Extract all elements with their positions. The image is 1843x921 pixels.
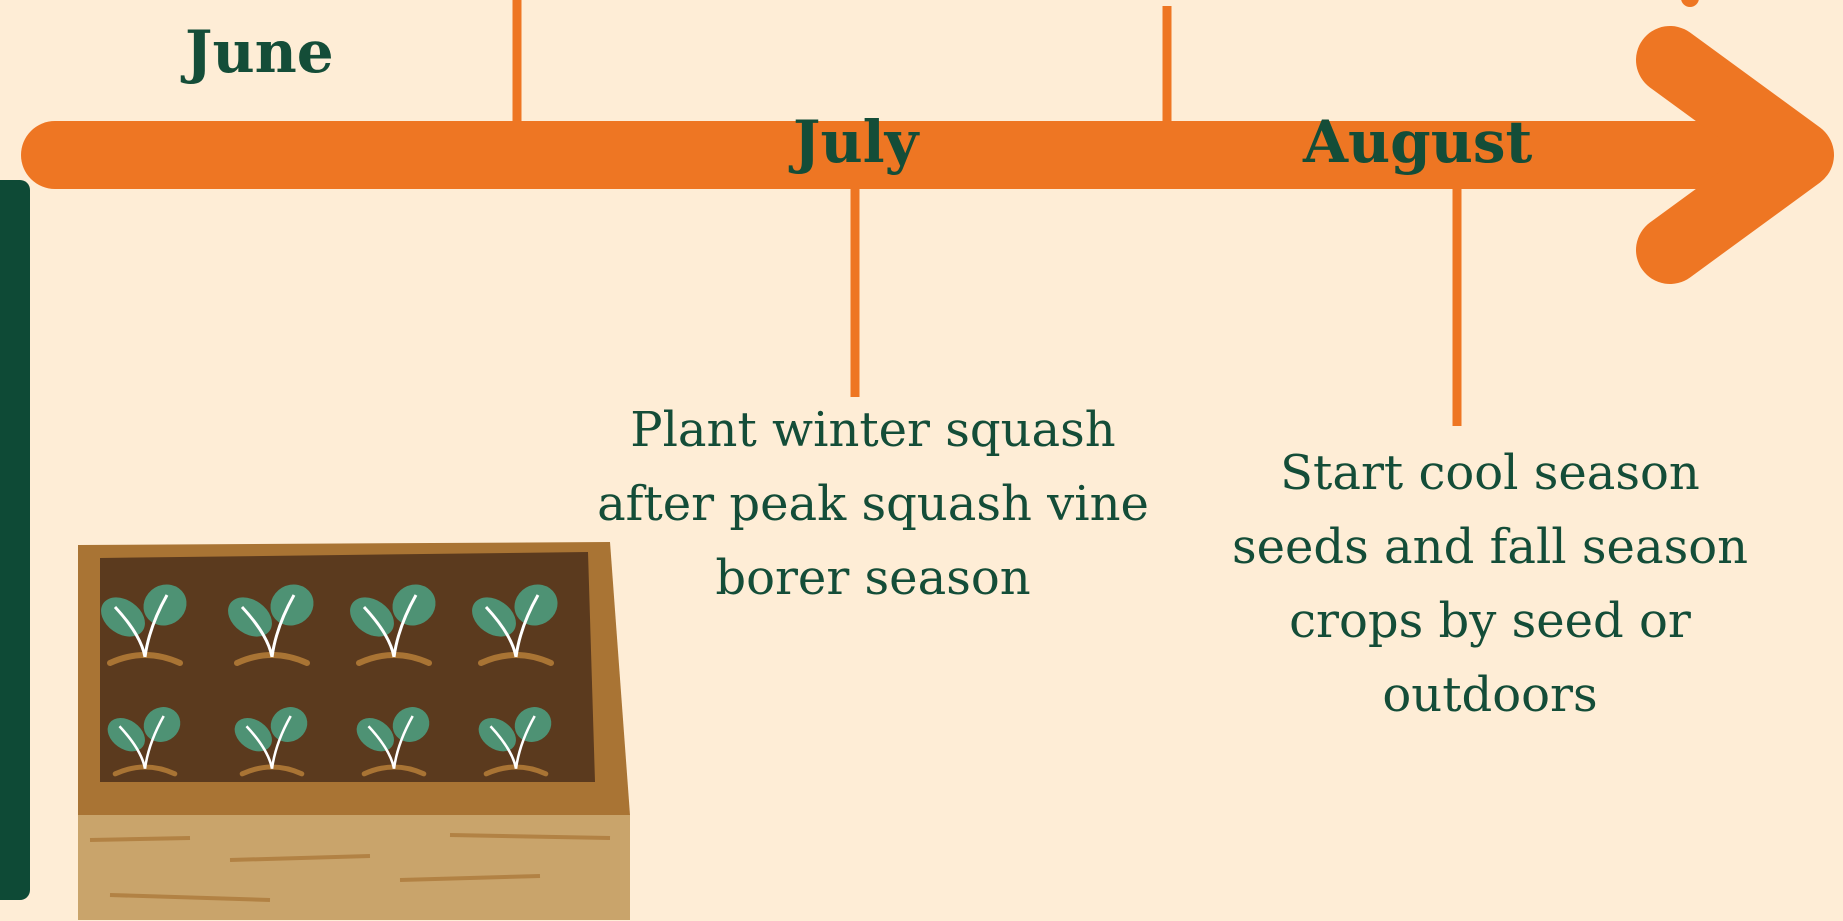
corner-dot (1681, 0, 1699, 7)
august-note: Start cool season seeds and fall season … (1230, 436, 1750, 732)
bed-front-face (78, 815, 630, 920)
raised-garden-bed-illustration (70, 520, 640, 920)
july-note: Plant winter squash after peak squash vi… (588, 393, 1158, 615)
month-label-june: June (185, 18, 334, 86)
month-label-july: July (793, 108, 918, 176)
month-label-august: August (1303, 108, 1532, 176)
